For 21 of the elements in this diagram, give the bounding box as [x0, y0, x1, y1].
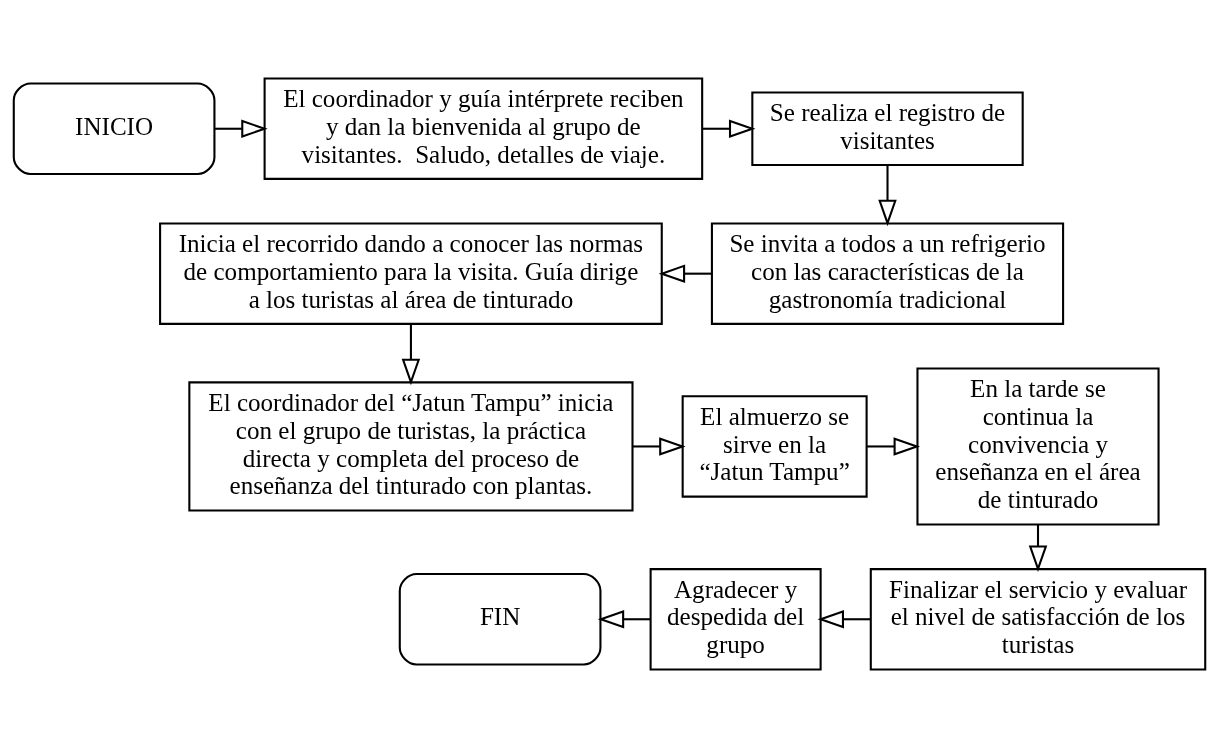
arrow [817, 609, 871, 629]
arrow [1028, 524, 1048, 572]
node-box: En la tarde se continua la convivencia y enseñanza en el área de tinturado [916, 366, 1160, 526]
node-box: Se invita a todos a un refrigerio con las características de la gastronomía tradicional [710, 221, 1065, 325]
arrow [214, 118, 268, 138]
node-box: Agradecer y despedida del grupo [649, 567, 822, 670]
arrow [702, 118, 756, 138]
arrow [597, 609, 651, 629]
node-box: Finalizar el servicio y evaluar el nivel de satisfacción de los turistas [869, 567, 1207, 670]
node-box: El coordinador del “Jatun Tampu” inicia con el grupo de turistas, la práctica directa y completa del proceso de enseñanza del tinturado con plantas. [188, 380, 634, 512]
node-box: Se realiza el registro de visitantes [751, 90, 1024, 166]
arrow [401, 323, 421, 385]
node-box: Inicia el recorrido dando a conocer las normas de comportamiento para la visita. Guía dirige a los turistas al área de tinturado [159, 221, 663, 325]
arrow [878, 164, 897, 226]
arrow [632, 436, 686, 456]
node-box: El coordinador y guía intérprete reciben y dan la bienvenida al grupo de visitantes. Saludo, detalles de viaje. [263, 77, 704, 180]
node-box: FIN [398, 572, 602, 666]
arrow [658, 263, 712, 283]
node-box: INICIO [12, 81, 216, 175]
node-box: El almuerzo se sirve en la “Jatun Tampu” [681, 394, 868, 498]
arrow [866, 436, 921, 456]
